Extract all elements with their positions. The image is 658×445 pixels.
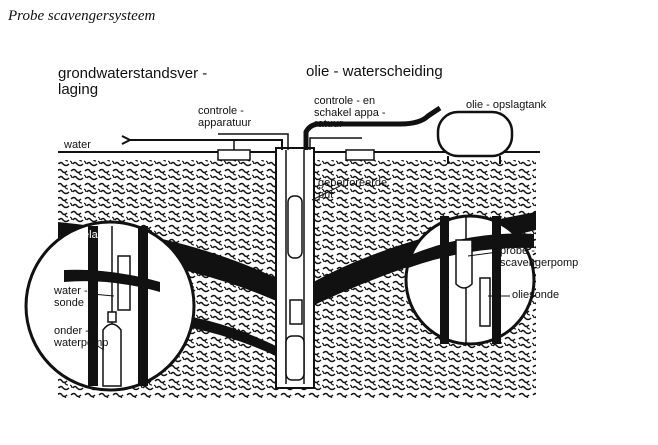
leader-probe-pump xyxy=(467,251,499,257)
oil-tank xyxy=(436,110,514,158)
control-box-right xyxy=(345,149,375,161)
well-probe-mid xyxy=(289,299,303,325)
label-probe-scavenger-pump: probe - scavengerpomp xyxy=(500,245,579,269)
control-box-left xyxy=(217,149,251,161)
label-water: water xyxy=(64,139,91,151)
oil-pipe xyxy=(303,105,442,150)
label-control-left: controle - apparatuur xyxy=(198,105,252,129)
left-magnifier xyxy=(24,220,196,392)
label-oil-probe: oliesonde xyxy=(512,289,560,301)
well-pump-lower xyxy=(285,335,305,381)
label-perforated-well: geperforeerde put xyxy=(318,177,388,201)
control-line-right xyxy=(309,137,362,150)
heading-groundwater: grondwaterstandsver - laging xyxy=(58,65,208,98)
right-magnifier xyxy=(404,214,536,346)
heading-oil-water-separation: olie - waterscheiding xyxy=(306,63,443,80)
label-oil-layer: olielaag xyxy=(72,229,110,241)
leader-under-water-pump xyxy=(87,339,105,351)
water-arrow xyxy=(121,135,131,145)
label-water-probe: water - sonde xyxy=(54,285,88,309)
well-probe-upper xyxy=(287,195,303,259)
leader-perforated-well xyxy=(311,185,341,201)
label-under-water-pump: onder - waterpomp xyxy=(54,325,109,349)
label-control-right: controle - en schakel appa - ratuur xyxy=(314,95,386,131)
water-pipe xyxy=(130,139,283,150)
label-oil-tank: olie - opslagtank xyxy=(466,99,547,111)
water-pipe-inner xyxy=(218,133,289,150)
figure-caption: Probe scavengersysteem xyxy=(8,8,156,24)
leader-water-probe xyxy=(91,293,115,297)
